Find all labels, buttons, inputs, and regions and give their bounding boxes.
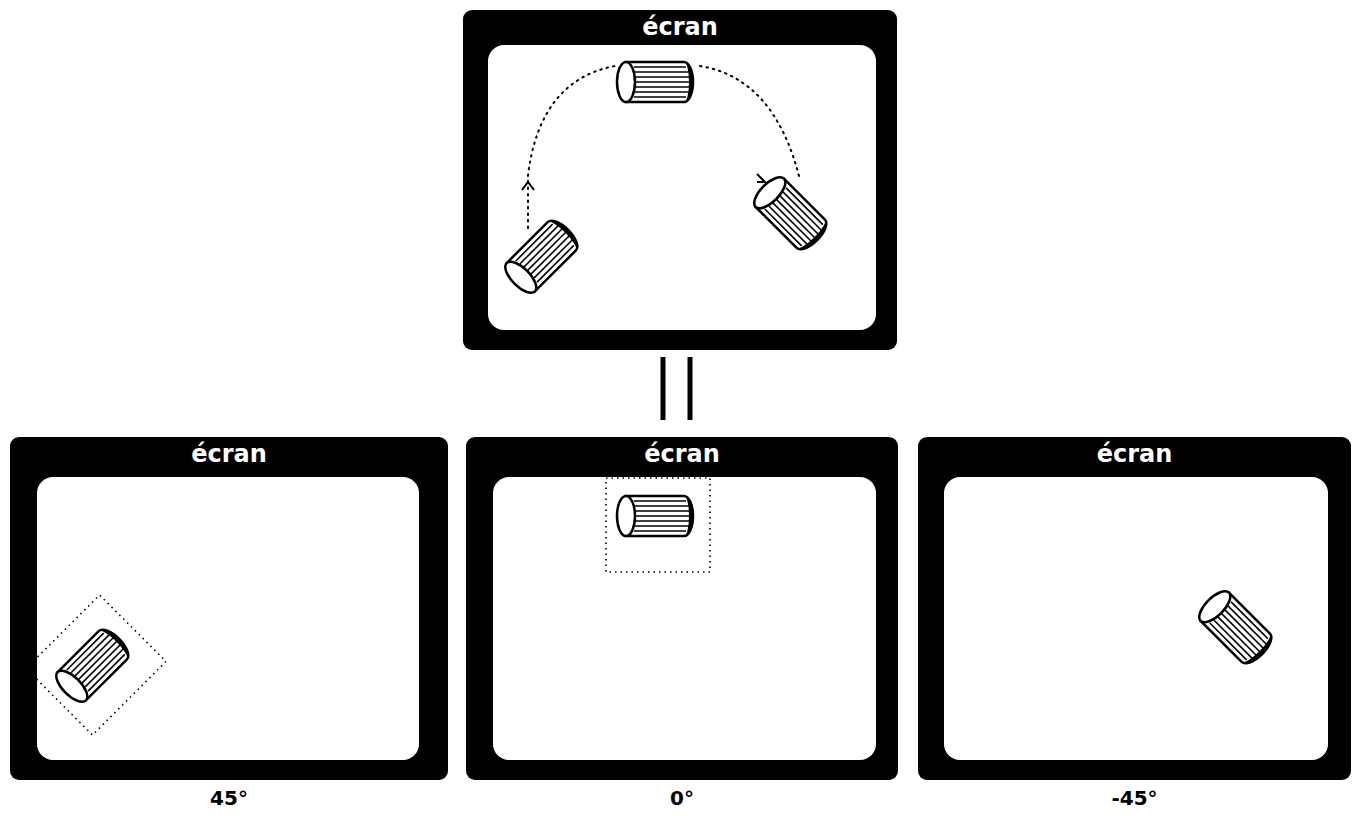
selection-frame [26, 478, 710, 735]
cylinder-object [51, 62, 1276, 707]
screen-title: écran [466, 438, 898, 470]
trajectory-arrowhead [522, 174, 765, 190]
screen-title: écran [918, 438, 1351, 470]
screen-title: écran [463, 11, 897, 43]
angle-label: 0° [466, 786, 898, 810]
screen-frame: écran45° [10, 437, 448, 780]
screen-frame [10, 10, 1351, 780]
screen-title: écran [10, 438, 448, 470]
angle-label: 45° [10, 786, 448, 810]
screen-frame: écran [463, 10, 897, 350]
screen-frame: écran-45° [918, 437, 1351, 780]
screen-frame: écran0° [466, 437, 898, 780]
angle-label: -45° [918, 786, 1351, 810]
equivalence-bars [663, 357, 690, 420]
